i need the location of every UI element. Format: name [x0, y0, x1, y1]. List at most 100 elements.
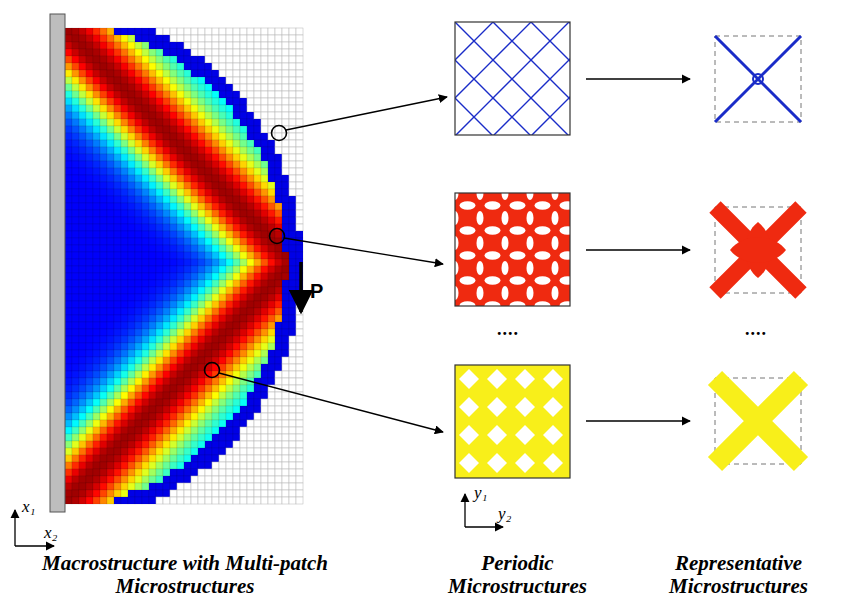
mesh-cell	[72, 350, 79, 357]
mesh-cell	[212, 91, 219, 98]
mesh-cell	[107, 392, 114, 399]
mesh-cell	[72, 161, 79, 168]
mesh-cell	[247, 336, 254, 343]
mesh-cell	[121, 343, 128, 350]
mesh-cell	[254, 35, 261, 42]
mesh-cell	[149, 322, 156, 329]
mesh-cell	[170, 28, 177, 35]
mesh-cell	[135, 329, 142, 336]
mesh-cell	[226, 56, 233, 63]
mesh-cell	[93, 308, 100, 315]
mesh-cell	[93, 126, 100, 133]
mesh-cell	[128, 315, 135, 322]
mesh-cell	[128, 168, 135, 175]
mesh-cell	[170, 420, 177, 427]
mesh-cell	[198, 245, 205, 252]
mesh-cell	[191, 154, 198, 161]
mesh-cell	[163, 420, 170, 427]
mesh-cell	[107, 462, 114, 469]
mesh-cell	[107, 427, 114, 434]
mesh-cell	[156, 357, 163, 364]
mesh-cell	[226, 420, 233, 427]
mesh-cell	[184, 273, 191, 280]
mesh-cell	[205, 154, 212, 161]
mesh-cell	[191, 357, 198, 364]
mesh-cell	[261, 315, 268, 322]
mesh-cell	[163, 378, 170, 385]
mesh-cell	[86, 483, 93, 490]
mesh-cell	[247, 112, 254, 119]
mesh-cell	[198, 476, 205, 483]
mesh-cell	[128, 56, 135, 63]
mesh-cell	[226, 245, 233, 252]
mesh-cell	[177, 357, 184, 364]
mesh-cell	[93, 42, 100, 49]
mesh-cell	[65, 98, 72, 105]
mesh-cell	[65, 427, 72, 434]
mesh-cell	[72, 210, 79, 217]
mesh-cell	[184, 385, 191, 392]
mesh-cell	[233, 329, 240, 336]
mesh-cell	[79, 455, 86, 462]
mesh-cell	[184, 462, 191, 469]
mesh-cell	[149, 343, 156, 350]
mesh-cell	[198, 231, 205, 238]
mesh-cell	[114, 84, 121, 91]
mesh-cell	[261, 273, 268, 280]
mesh-cell	[142, 399, 149, 406]
mesh-cell	[128, 238, 135, 245]
mesh-cell	[149, 84, 156, 91]
mesh-cell	[72, 196, 79, 203]
mesh-cell	[121, 42, 128, 49]
mesh-cell	[254, 434, 261, 441]
mesh-cell	[93, 217, 100, 224]
mesh-cell	[142, 112, 149, 119]
mesh-cell	[198, 399, 205, 406]
mesh-cell	[100, 147, 107, 154]
mesh-cell	[86, 434, 93, 441]
mesh-cell	[254, 273, 261, 280]
mesh-cell	[79, 224, 86, 231]
mesh-cell	[212, 112, 219, 119]
mesh-cell	[79, 91, 86, 98]
mesh-cell	[107, 476, 114, 483]
mesh-cell	[219, 70, 226, 77]
mesh-cell	[65, 378, 72, 385]
mesh-cell	[79, 196, 86, 203]
mesh-cell	[86, 112, 93, 119]
mesh-cell	[247, 161, 254, 168]
mesh-cell	[163, 252, 170, 259]
mesh-cell	[212, 224, 219, 231]
mesh-cell	[93, 350, 100, 357]
mesh-cell	[114, 350, 121, 357]
mesh-cell	[65, 175, 72, 182]
mesh-cell	[254, 70, 261, 77]
mesh-cell	[65, 238, 72, 245]
mesh-cell	[156, 420, 163, 427]
mesh-cell	[261, 231, 268, 238]
mesh-cell	[65, 252, 72, 259]
mesh-cell	[72, 84, 79, 91]
mesh-cell	[226, 210, 233, 217]
mesh-cell	[142, 189, 149, 196]
mesh-cell	[142, 287, 149, 294]
mesh-cell	[100, 182, 107, 189]
mesh-cell	[65, 147, 72, 154]
mesh-cell	[268, 84, 275, 91]
mesh-cell	[142, 406, 149, 413]
mesh-cell	[135, 77, 142, 84]
mesh-cell	[240, 413, 247, 420]
mesh-cell	[107, 28, 114, 35]
mesh-cell	[261, 301, 268, 308]
mesh-cell	[233, 63, 240, 70]
mesh-cell	[65, 168, 72, 175]
mesh-cell	[121, 154, 128, 161]
mesh-cell	[212, 280, 219, 287]
mesh-cell	[100, 336, 107, 343]
mesh-cell	[79, 399, 86, 406]
mesh-cell	[100, 427, 107, 434]
mesh-cell	[240, 112, 247, 119]
mesh-cell	[114, 441, 121, 448]
mesh-cell	[149, 462, 156, 469]
mesh-cell	[135, 280, 142, 287]
